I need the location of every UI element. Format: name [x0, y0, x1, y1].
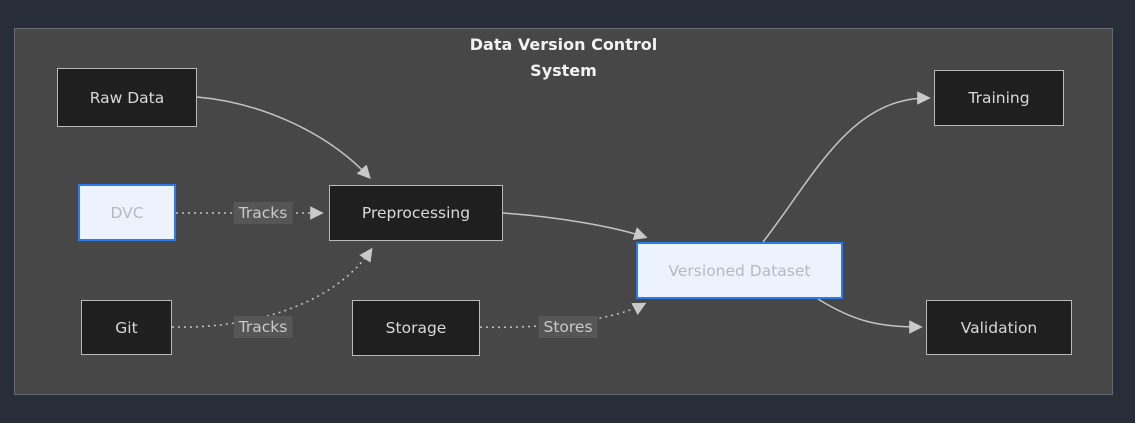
edge-label-storage-stores: Stores: [538, 316, 598, 338]
diagram-title-line2: System: [530, 61, 597, 80]
node-validation: Validation: [926, 300, 1072, 355]
node-git: Git: [81, 300, 172, 355]
node-versioned-dataset: Versioned Dataset: [636, 242, 843, 299]
node-training-label: Training: [968, 89, 1030, 107]
node-validation-label: Validation: [960, 318, 1038, 337]
diagram-title: Data Version Control System: [14, 32, 1113, 84]
node-preprocessing: Preprocessing: [329, 185, 503, 241]
edge-label-dvc-tracks: Tracks: [233, 202, 293, 224]
node-storage: Storage: [352, 300, 480, 356]
node-dvc-label: DVC: [110, 203, 144, 222]
node-training: Training: [934, 70, 1064, 126]
edge-label-git-tracks: Tracks: [233, 316, 293, 338]
node-raw-data: Raw Data: [57, 68, 197, 127]
node-storage-label: Storage: [385, 319, 447, 337]
node-preprocessing-label: Preprocessing: [361, 204, 471, 222]
node-versioned-dataset-label: Versioned Dataset: [668, 261, 811, 280]
diagram-title-line1: Data Version Control: [469, 35, 658, 54]
node-raw-data-label: Raw Data: [89, 88, 165, 107]
node-git-label: Git: [115, 318, 138, 337]
node-dvc: DVC: [78, 184, 176, 241]
